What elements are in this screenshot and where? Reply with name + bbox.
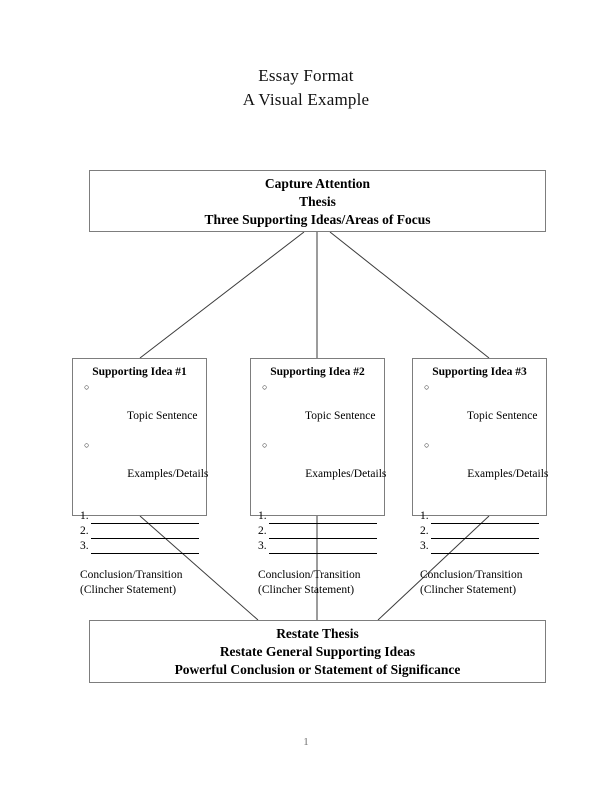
supporting-idea-footer: Conclusion/Transition (Clincher Statemen… [80, 568, 199, 597]
open-circle-bullet-icon: ○ [262, 440, 268, 450]
supporting-idea-blank-lines: 1. 2. 3. [80, 509, 199, 554]
blank-line-number: 3. [258, 540, 267, 552]
supporting-idea-heading: Supporting Idea #1 [92, 366, 187, 378]
list-item: ○ Topic Sentence [258, 380, 377, 438]
supporting-idea-box-3: Supporting Idea #3 ○ Topic Sentence ○ Ex… [412, 358, 548, 596]
blank-line-row: 3. [420, 539, 539, 554]
blank-line-number: 2. [80, 525, 89, 537]
blank-line-number: 1. [80, 510, 89, 522]
blank-line-row: 3. [80, 539, 199, 554]
connector-support-3-to-conclusion [377, 515, 490, 621]
supporting-idea-heading: Supporting Idea #3 [432, 366, 527, 378]
open-circle-bullet-icon: ○ [84, 382, 90, 392]
list-item: ○ Examples/Details [420, 438, 548, 496]
page-title: Essay Format A Visual Example [0, 64, 612, 112]
list-item-label: Topic Sentence [127, 410, 198, 422]
page-title-line-1: Essay Format [258, 66, 354, 85]
page-number: 1 [303, 736, 309, 748]
list-item-label: Examples/Details [467, 468, 549, 480]
blank-line-number: 2. [420, 525, 429, 537]
blank-line-rule [90, 512, 199, 524]
blank-line-rule [268, 527, 377, 539]
blank-line-row: 2. [258, 524, 377, 539]
supporting-idea-footer: Conclusion/Transition (Clincher Statemen… [420, 568, 539, 597]
intro-line-3: Three Supporting Ideas/Areas of Focus [204, 212, 431, 227]
supporting-idea-blank-lines: 1. 2. 3. [420, 509, 539, 554]
list-item: ○ Examples/Details [80, 438, 208, 496]
supporting-idea-bullet-list: ○ Topic Sentence ○ Examples/Details [80, 380, 208, 496]
blank-line-rule [268, 512, 377, 524]
connector-intro-to-support-1 [139, 231, 305, 359]
open-circle-bullet-icon: ○ [84, 440, 90, 450]
blank-line-number: 1. [258, 510, 267, 522]
supporting-idea-box-1: Supporting Idea #1 ○ Topic Sentence ○ Ex… [72, 358, 208, 596]
supporting-idea-blank-lines: 1. 2. 3. [258, 509, 377, 554]
intro-box: Capture Attention Thesis Three Supportin… [89, 170, 546, 232]
blank-line-row: 1. [258, 509, 377, 524]
intro-line-2: Thesis [299, 194, 336, 209]
blank-line-row: 3. [258, 539, 377, 554]
blank-line-row: 2. [420, 524, 539, 539]
list-item-label: Examples/Details [305, 468, 387, 480]
footer-line-2: (Clincher Statement) [80, 583, 177, 596]
blank-line-row: 2. [80, 524, 199, 539]
list-item-label: Topic Sentence [467, 410, 538, 422]
supporting-idea-footer: Conclusion/Transition (Clincher Statemen… [258, 568, 377, 597]
footer-line-2: (Clincher Statement) [258, 583, 355, 596]
footer-line-1: Conclusion/Transition [420, 569, 523, 581]
intro-line-1: Capture Attention [264, 176, 371, 191]
page-title-line-2: A Visual Example [242, 90, 370, 109]
footer-line-1: Conclusion/Transition [80, 569, 183, 581]
blank-line-number: 3. [80, 540, 89, 552]
blank-line-rule [430, 542, 539, 554]
blank-line-row: 1. [80, 509, 199, 524]
supporting-idea-heading: Supporting Idea #2 [270, 366, 365, 378]
supporting-idea-bullet-list: ○ Topic Sentence ○ Examples/Details [258, 380, 386, 496]
blank-line-number: 2. [258, 525, 267, 537]
blank-line-rule [268, 542, 377, 554]
blank-line-number: 3. [420, 540, 429, 552]
list-item: ○ Examples/Details [258, 438, 386, 496]
conclusion-line-2: Restate General Supporting Ideas [219, 644, 416, 659]
list-item: ○ Topic Sentence [80, 380, 199, 438]
conclusion-box: Restate Thesis Restate General Supportin… [89, 620, 546, 683]
blank-line-rule [90, 527, 199, 539]
blank-line-rule [430, 512, 539, 524]
connector-support-1-to-conclusion [139, 515, 259, 621]
open-circle-bullet-icon: ○ [424, 440, 430, 450]
open-circle-bullet-icon: ○ [262, 382, 268, 392]
open-circle-bullet-icon: ○ [424, 382, 430, 392]
supporting-idea-bullet-list: ○ Topic Sentence ○ Examples/Details [420, 380, 548, 496]
list-item-label: Examples/Details [127, 468, 209, 480]
conclusion-line-3: Powerful Conclusion or Statement of Sign… [174, 662, 461, 677]
blank-line-rule [430, 527, 539, 539]
footer-line-1: Conclusion/Transition [258, 569, 361, 581]
blank-line-row: 1. [420, 509, 539, 524]
list-item-label: Topic Sentence [305, 410, 376, 422]
blank-line-number: 1. [420, 510, 429, 522]
list-item: ○ Topic Sentence [420, 380, 539, 438]
blank-line-rule [90, 542, 199, 554]
connector-intro-to-support-3 [329, 231, 490, 359]
conclusion-line-1: Restate Thesis [276, 626, 359, 641]
footer-line-2: (Clincher Statement) [420, 583, 517, 596]
supporting-idea-box-2: Supporting Idea #2 ○ Topic Sentence ○ Ex… [250, 358, 386, 596]
